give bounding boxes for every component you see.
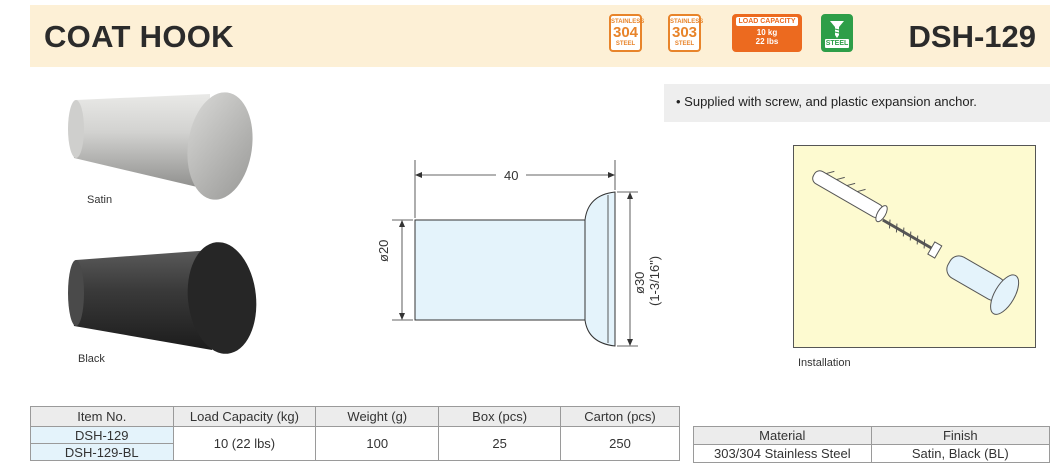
item-no-cell: DSH-129-BL: [30, 443, 174, 461]
carton-cell: 250: [560, 426, 680, 461]
load-capacity-label: LOAD CAPACITY: [736, 17, 798, 26]
header-material: Material: [693, 426, 872, 445]
load-capacity-lbs: 22 lbs: [755, 37, 779, 46]
installation-diagram: [793, 145, 1036, 348]
length-dimension: 40: [504, 168, 519, 183]
steel-screw-badge: STEEL: [821, 14, 853, 52]
load-capacity-cell: 10 (22 lbs): [172, 426, 317, 461]
satin-hook-photo: [68, 92, 253, 200]
stainless-303-badge: STAINLESS 303 STEEL: [668, 14, 704, 52]
header-weight: Weight (g): [315, 406, 440, 427]
installation-caption: Installation: [798, 357, 851, 369]
stainless-304-badge: STAINLESS 304 STEEL: [609, 14, 645, 52]
head-diameter-dimension: ø30: [632, 271, 647, 294]
shaft-diameter-dimension: ø20: [376, 239, 391, 262]
weight-cell: 100: [315, 426, 440, 461]
black-caption: Black: [78, 353, 105, 365]
material-cell: 303/304 Stainless Steel: [693, 444, 872, 463]
steel-label: STEEL: [825, 39, 849, 48]
header-carton: Carton (pcs): [560, 406, 680, 427]
satin-caption: Satin: [87, 194, 113, 206]
black-hook-photo: [68, 242, 257, 354]
header-item-no: Item No.: [30, 406, 174, 427]
header-band: COAT HOOK STAINLESS 304 STEEL STAINLESS …: [30, 5, 1050, 67]
dimension-drawing: [392, 160, 638, 347]
table-row: DSH-129 10 (22 lbs) 100 25 250: [30, 426, 680, 461]
badge-304-top: STAINLESS: [611, 19, 645, 25]
material-table: Material Finish 303/304 Stainless Steel …: [693, 426, 1051, 463]
badge-304-bottom: STEEL: [615, 41, 636, 47]
installation-illustration: [812, 170, 1020, 315]
badge-303-grade: 303: [671, 24, 698, 41]
head-diameter-inch-dimension: (1-3/16"): [647, 255, 662, 306]
model-number: DSH-129: [908, 19, 1037, 54]
box-cell: 25: [438, 426, 562, 461]
header-finish: Finish: [870, 426, 1051, 445]
load-capacity-kg: 10 kg: [756, 28, 778, 37]
badge-304-grade: 304: [612, 24, 639, 41]
table-row: DSH-129-BL: [30, 443, 680, 461]
badge-303-bottom: STEEL: [674, 41, 695, 47]
badge-303-top: STAINLESS: [670, 19, 704, 25]
table-row: 303/304 Stainless Steel Satin, Black (BL…: [693, 444, 1051, 463]
load-capacity-badge: LOAD CAPACITY 10 kg 22 lbs: [732, 14, 802, 52]
header-box: Box (pcs): [438, 406, 562, 427]
finish-cell: Satin, Black (BL): [870, 444, 1051, 463]
header-load-capacity: Load Capacity (kg): [172, 406, 317, 427]
spec-table: Item No. Load Capacity (kg) Weight (g) B…: [30, 406, 680, 461]
screw-icon: [830, 21, 844, 38]
item-no-cell: DSH-129: [30, 426, 174, 444]
product-title: COAT HOOK: [44, 19, 234, 54]
supply-note: • Supplied with screw, and plastic expan…: [664, 84, 1050, 122]
